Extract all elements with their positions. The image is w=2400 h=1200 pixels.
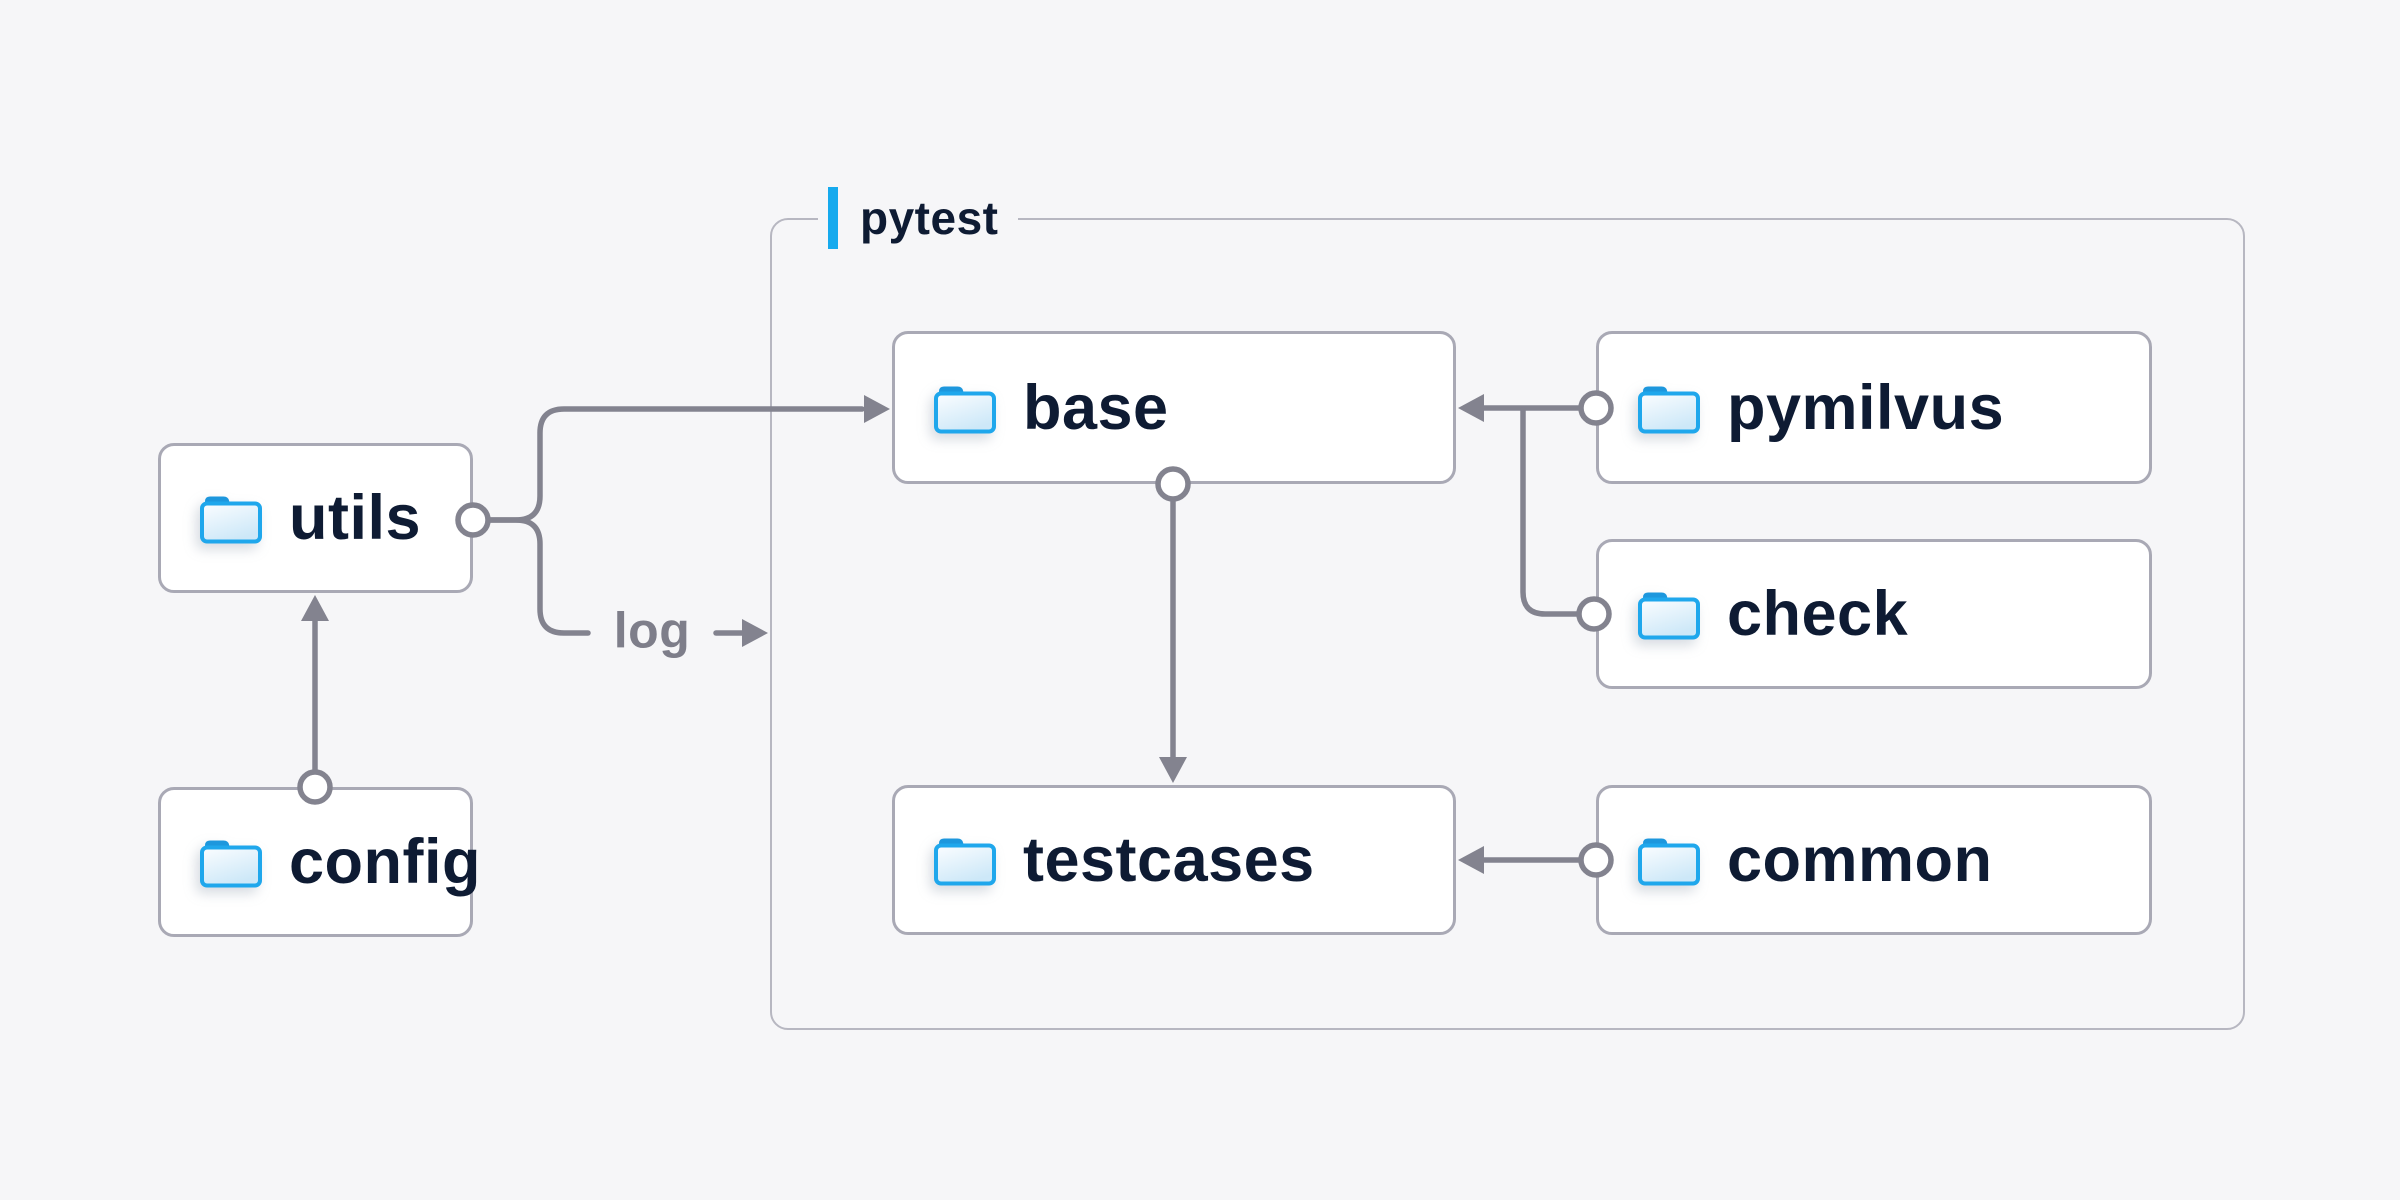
node-label-common: common — [1727, 825, 1993, 895]
node-check: check — [1596, 539, 2152, 689]
node-label-base: base — [1023, 372, 1169, 443]
folder-icon — [1638, 838, 1700, 886]
pytest-group-label: pytest — [818, 186, 1019, 250]
node-label-config: config — [289, 827, 481, 897]
folder-icon — [934, 838, 996, 886]
folder-icon — [1638, 386, 1700, 433]
node-base: base — [892, 331, 1456, 484]
node-label-check: check — [1727, 579, 1909, 649]
node-testcases: testcases — [892, 785, 1456, 935]
folder-icon — [1638, 592, 1700, 640]
folder-icon — [200, 840, 262, 888]
node-config: config — [158, 787, 480, 937]
folder-icon — [934, 386, 996, 433]
node-label-testcases: testcases — [1023, 825, 1315, 895]
node-label-pymilvus: pymilvus — [1727, 372, 2005, 443]
node-label-utils: utils — [289, 483, 422, 553]
pytest-group-title: pytest — [860, 192, 999, 244]
arrowhead-into-utils — [301, 595, 329, 621]
edge-label-log: log — [613, 602, 691, 659]
folder-icon — [200, 496, 262, 544]
accent-bar-icon — [828, 187, 838, 249]
arrowhead-log-into-group — [742, 619, 768, 647]
pytest-group — [770, 218, 2245, 1030]
edge-utils-log — [486, 517, 591, 636]
node-utils: utils — [158, 443, 473, 593]
node-pymilvus: pymilvus — [1596, 331, 2152, 484]
node-common: common — [1596, 785, 2152, 935]
